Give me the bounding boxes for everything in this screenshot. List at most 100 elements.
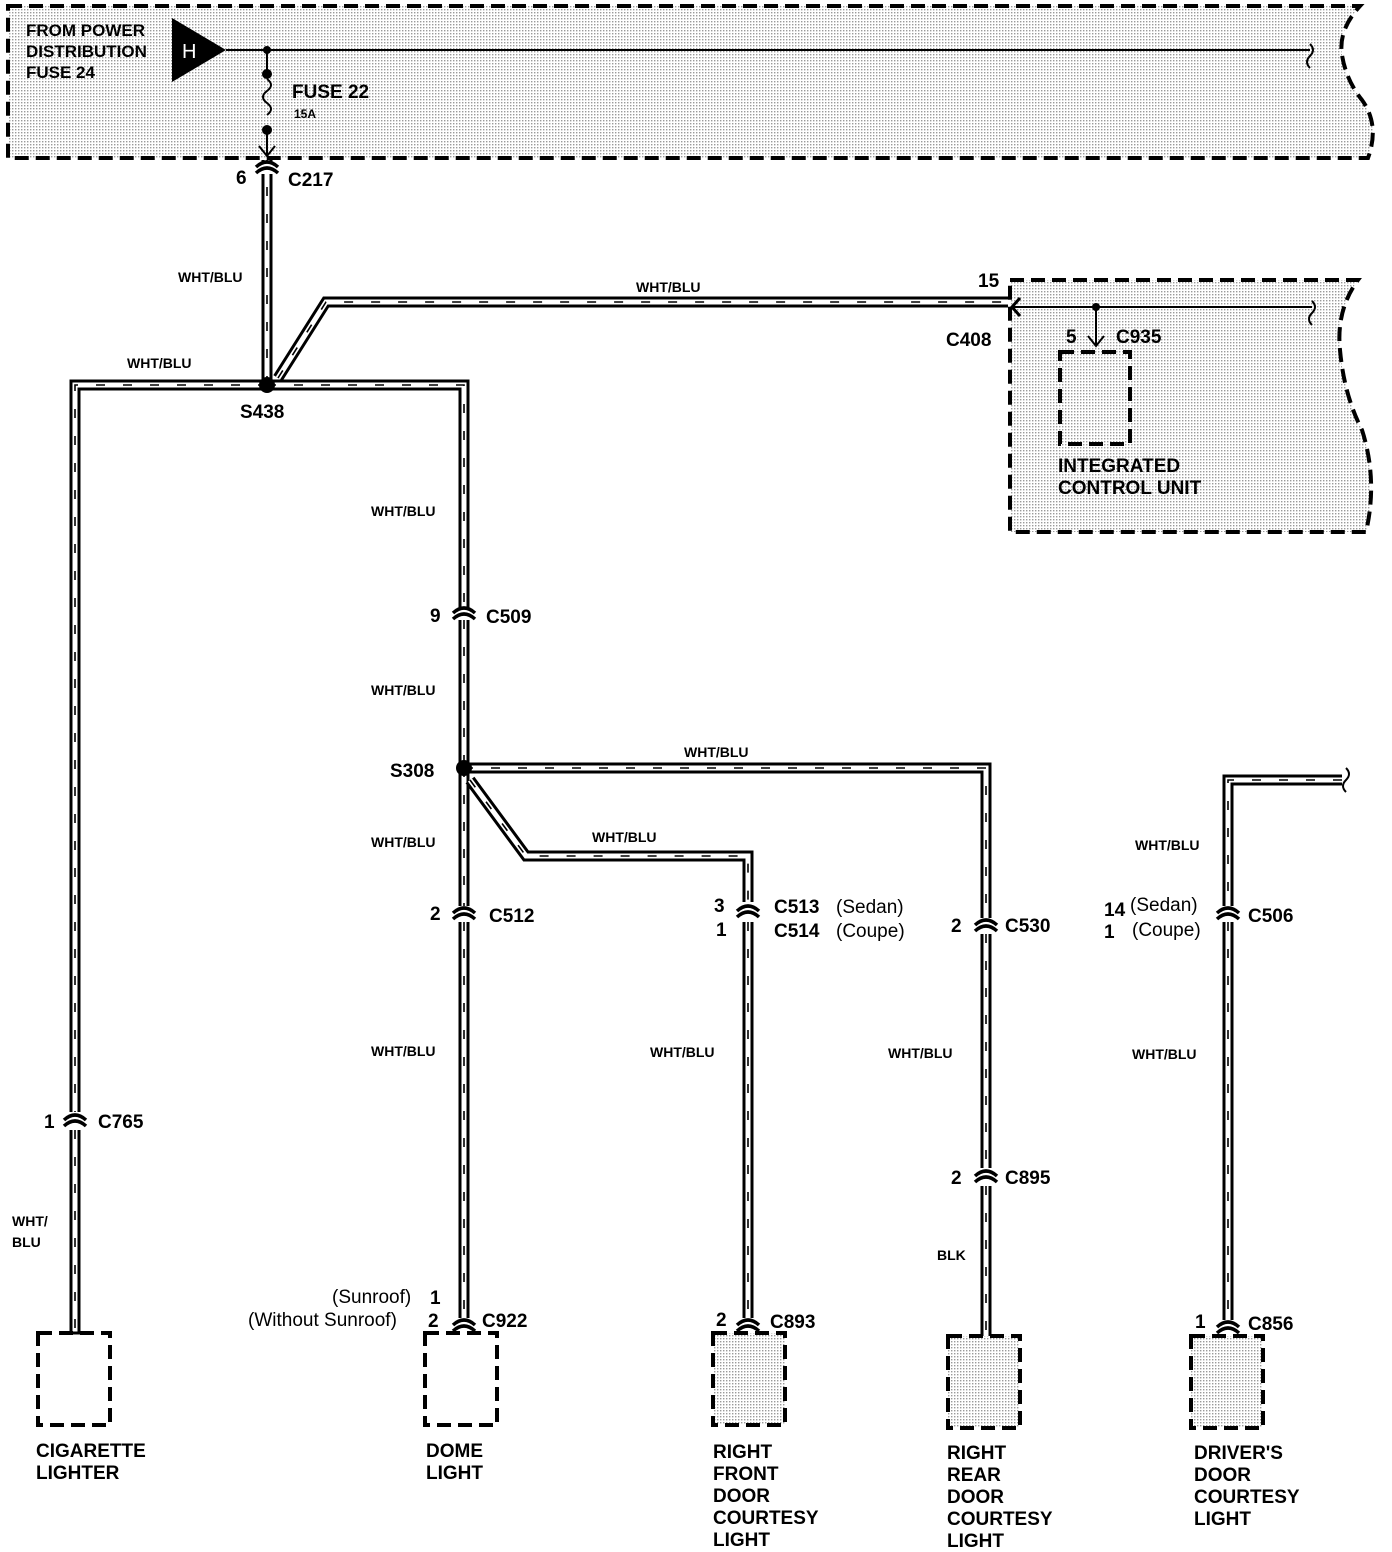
c514-label: C514 [774, 921, 820, 942]
connector-c513 [735, 904, 761, 919]
c408-pin: 15 [978, 271, 1000, 292]
right-rear-label-4: COURTESY [947, 1509, 1053, 1530]
power-source-line-2: DISTRIBUTION [26, 42, 147, 61]
connector-c530 [973, 918, 999, 933]
s438-label: S438 [240, 402, 284, 423]
fuse-arrow-icon [258, 145, 276, 158]
connector-c765 [62, 1113, 88, 1128]
wire-label-to-c509: WHT/BLU [371, 503, 436, 519]
wire-label-drivers-top: WHT/BLU [1135, 837, 1200, 853]
c514-variant: (Coupe) [836, 921, 905, 942]
c408-arrow-icon [1009, 297, 1022, 317]
c765-pin: 1 [44, 1112, 55, 1133]
c765-label: C765 [98, 1112, 144, 1133]
c895-pin: 2 [951, 1168, 962, 1189]
c922-pin-sunroof: 1 [430, 1288, 441, 1309]
c895-label: C895 [1005, 1168, 1051, 1189]
icu-bus-break [1308, 300, 1316, 326]
wire-label-s308-c513: WHT/BLU [592, 829, 657, 845]
connector-c893 [735, 1318, 761, 1333]
connector-symbols [62, 160, 1241, 1335]
c513-label: C513 [774, 897, 819, 918]
right-front-label-5: LIGHT [713, 1530, 770, 1551]
fuse-22-icon [262, 78, 272, 116]
wire-label-right-rear: WHT/BLU [888, 1045, 953, 1061]
c506-pin-sedan: 14 [1104, 900, 1126, 921]
wire-s308-to-c530 [464, 762, 992, 918]
c506-variant-sedan: (Sedan) [1130, 895, 1198, 916]
s308-label: S308 [390, 761, 434, 782]
drivers-label-4: LIGHT [1194, 1509, 1251, 1530]
c509-label: C509 [486, 607, 531, 628]
wire-harness [69, 160, 1350, 1336]
wire-s308-to-c513 [465, 776, 754, 902]
c893-label: C893 [770, 1312, 815, 1333]
wire-label-c509-s308: WHT/BLU [371, 682, 436, 698]
splice-s438 [259, 377, 275, 393]
integrated-control-unit-box [1008, 278, 1374, 534]
wire-label-blk: BLK [937, 1247, 966, 1263]
power-bus-break [1306, 43, 1314, 69]
c935-arrow-icon [1087, 335, 1105, 348]
right-rear-door-light-box [946, 1334, 1022, 1430]
c856-label: C856 [1248, 1314, 1293, 1335]
wire-label-right-front: WHT/BLU [650, 1044, 715, 1060]
connector-c922 [451, 1318, 477, 1333]
wire-drivers-feed [1222, 774, 1342, 906]
right-front-label-3: DOOR [713, 1486, 770, 1507]
drivers-label-2: DOOR [1194, 1465, 1251, 1486]
c513-variant: (Sedan) [836, 897, 904, 918]
wire-s438-left-to-c765 [69, 379, 267, 1112]
power-source-line-3: FUSE 24 [26, 63, 96, 82]
wire-s438-right-to-s308 [267, 379, 470, 768]
connector-c856 [1215, 1320, 1241, 1335]
right-rear-label-3: DOOR [947, 1487, 1004, 1508]
c217-label: C217 [288, 170, 333, 191]
connector-c506 [1215, 906, 1241, 921]
dome-label-1: DOME [426, 1441, 483, 1462]
c922-pin-without: 2 [428, 1311, 439, 1332]
wire-label-s308-right: WHT/BLU [684, 744, 749, 760]
wire-label-s438-left: WHT/BLU [127, 355, 192, 371]
drivers-label-3: COURTESY [1194, 1487, 1300, 1508]
connector-c509 [451, 606, 477, 621]
c512-pin: 2 [430, 904, 441, 925]
c922-variant-sunroof: (Sunroof) [332, 1287, 411, 1308]
wire-label-cig-2: BLU [12, 1234, 41, 1250]
c935-label: C935 [1116, 327, 1162, 348]
fuse-dot-top [262, 69, 272, 79]
icu-label-2: CONTROL UNIT [1058, 478, 1202, 499]
dome-label-2: LIGHT [426, 1463, 483, 1484]
wire-label-dome: WHT/BLU [371, 1043, 436, 1059]
c513-pin: 3 [714, 896, 725, 917]
wire-label-c408-run: WHT/BLU [636, 279, 701, 295]
cigarette-label-2: LIGHTER [36, 1463, 120, 1484]
c217-pin: 6 [236, 168, 247, 189]
c514-pin: 1 [716, 920, 727, 941]
wire-label-drivers: WHT/BLU [1132, 1046, 1197, 1062]
right-front-label-4: COURTESY [713, 1508, 819, 1529]
drivers-door-light-box [1189, 1334, 1265, 1430]
connector-c217 [254, 160, 280, 175]
connector-c512 [451, 906, 477, 921]
c530-pin: 2 [951, 916, 962, 937]
icu-label-1: INTEGRATED [1058, 456, 1180, 477]
wire-s438-to-c408 [273, 296, 1008, 381]
c922-label: C922 [482, 1311, 527, 1332]
right-front-label-1: RIGHT [713, 1442, 773, 1463]
wire-label-cig-1: WHT/ [12, 1213, 48, 1229]
right-front-label-2: FRONT [713, 1464, 779, 1485]
c408-label: C408 [946, 330, 991, 351]
dome-light-box [423, 1331, 499, 1427]
fuse-22-label: FUSE 22 [292, 82, 369, 103]
splice-s308 [456, 760, 472, 776]
c922-variant-without: (Without Sunroof) [248, 1310, 397, 1331]
right-rear-label-2: REAR [947, 1465, 1001, 1486]
connector-c895 [973, 1169, 999, 1184]
terminal-h-triangle [172, 18, 226, 82]
c856-pin: 1 [1195, 1312, 1206, 1333]
right-front-door-light-box [711, 1331, 787, 1427]
c512-label: C512 [489, 906, 534, 927]
